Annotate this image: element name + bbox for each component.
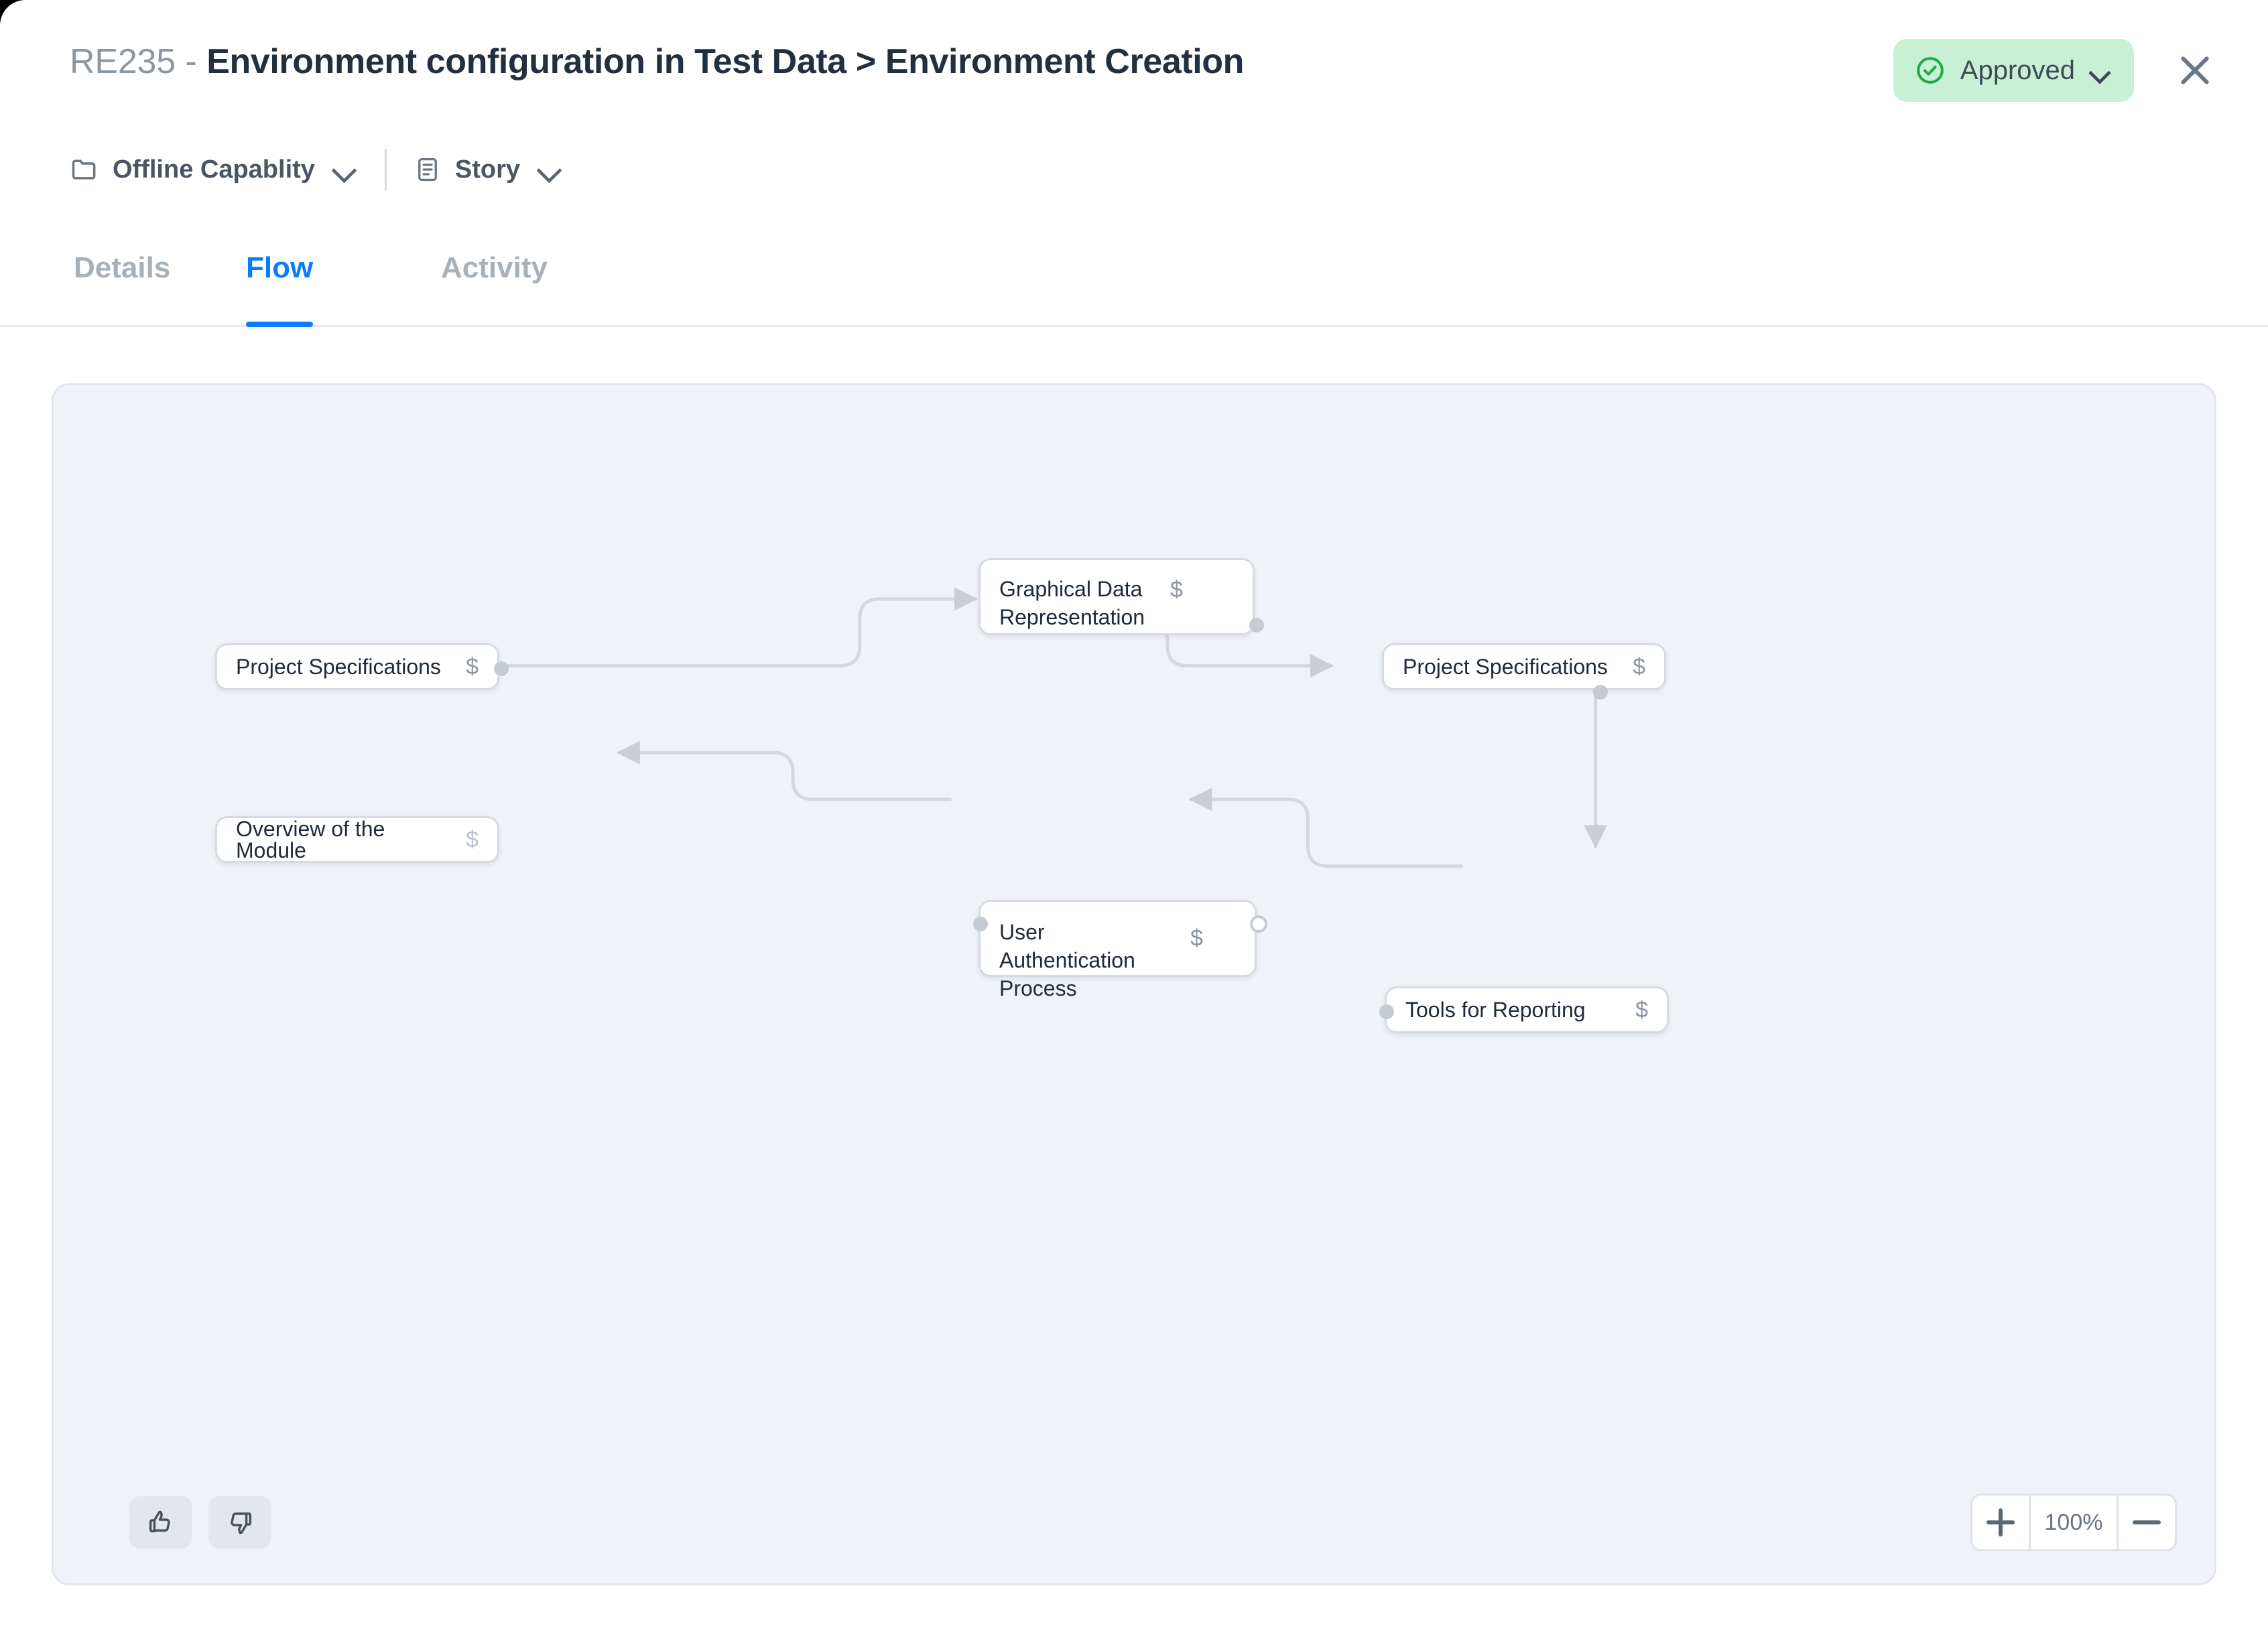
flow-node-label: User Authentication Process [999, 920, 1135, 1001]
flow-node-label: Overview of the Module [236, 817, 385, 862]
breadcrumb: Offline Capablity Story [70, 149, 563, 190]
header-actions: Approved [1893, 39, 2221, 102]
chevron-down-icon [533, 161, 563, 178]
node-port-bottom[interactable] [1593, 685, 1608, 700]
flow-node-label: Project Specifications [236, 655, 441, 679]
thumbs-down-icon [225, 1507, 255, 1538]
node-port-right[interactable] [494, 661, 509, 676]
flow-node-label: Project Specifications [1403, 655, 1608, 679]
page-title: RE235 - Environment configuration in Tes… [70, 42, 1244, 82]
edge-n1-n2 [497, 587, 978, 668]
cost-badge: $ [1170, 577, 1183, 602]
meta-chip-type-label: Story [454, 155, 521, 184]
flow-node-user-authentication-process[interactable]: User Authentication Process $ [973, 900, 1267, 1000]
thumbs-down-button[interactable] [208, 1496, 271, 1549]
flow-node-label: Graphical Data Representation [999, 577, 1145, 630]
meta-chip-parent[interactable]: Offline Capablity [70, 155, 358, 184]
plus-icon [1987, 1508, 2015, 1536]
meta-chip-type[interactable]: Story [414, 155, 563, 184]
status-badge[interactable]: Approved [1893, 39, 2134, 102]
edge-n6-n5 [1188, 787, 1464, 868]
tab-flow-label: Flow [246, 251, 314, 284]
flow-node-graphical-data-representation[interactable]: Graphical Data Representation $ [979, 558, 1264, 635]
tab-details[interactable]: Details [74, 246, 170, 325]
tab-details-label: Details [74, 251, 171, 284]
node-port-left[interactable] [1379, 1004, 1394, 1019]
thumbs-up-button[interactable] [129, 1496, 192, 1549]
node-port-right[interactable] [1249, 618, 1264, 633]
node-port-right[interactable] [1250, 915, 1267, 933]
node-port-left[interactable] [973, 917, 988, 931]
meta-divider [384, 149, 387, 190]
flow-node-project-specifications-1[interactable]: Project Specifications $ [215, 643, 509, 690]
thumbs-up-icon [145, 1507, 176, 1538]
cost-badge: $ [1190, 925, 1203, 952]
tab-activity[interactable]: Activity [441, 246, 548, 325]
cost-badge: $ [1635, 997, 1648, 1023]
story-book-icon [414, 155, 442, 184]
flow-node-project-specifications-2[interactable]: Project Specifications $ [1382, 643, 1666, 700]
page-title-text: Environment configuration in Test Data >… [206, 42, 1245, 81]
edge-n5-n4 [616, 740, 952, 801]
flow-canvas[interactable]: Project Specifications $ Graphical Data … [52, 383, 2216, 1585]
zoom-level-label: 100% [2029, 1496, 2119, 1549]
meta-chip-parent-label: Offline Capablity [113, 155, 315, 184]
panel-header: RE235 - Environment configuration in Tes… [0, 0, 2268, 328]
close-icon[interactable] [2169, 44, 2221, 96]
check-circle-icon [1915, 55, 1946, 86]
flow-node-label: Tools for Reporting [1405, 998, 1586, 1022]
cost-badge: $ [466, 827, 479, 852]
flow-node-tools-for-reporting[interactable]: Tools for Reporting $ [1379, 986, 1669, 1033]
folder-icon [70, 155, 99, 184]
tab-activity-label: Activity [441, 251, 548, 284]
chevron-down-icon [2090, 64, 2110, 76]
zoom-controls: 100% [1970, 1494, 2177, 1551]
tab-flow[interactable]: Flow [246, 246, 314, 327]
zoom-in-button[interactable] [1972, 1496, 2029, 1549]
flow-node-overview-of-the-module[interactable]: Overview of the Module $ [215, 816, 499, 863]
page-title-id: RE235 [70, 42, 176, 81]
feedback-controls [129, 1496, 271, 1549]
cost-badge: $ [466, 654, 479, 679]
zoom-out-button[interactable] [2119, 1496, 2175, 1549]
minus-icon [2133, 1508, 2161, 1536]
tab-bar: Details Flow Activity [0, 248, 2268, 327]
cost-badge: $ [1633, 654, 1645, 679]
status-badge-label: Approved [1960, 55, 2075, 85]
chevron-down-icon [328, 161, 358, 178]
page-title-separator: - [176, 42, 207, 81]
